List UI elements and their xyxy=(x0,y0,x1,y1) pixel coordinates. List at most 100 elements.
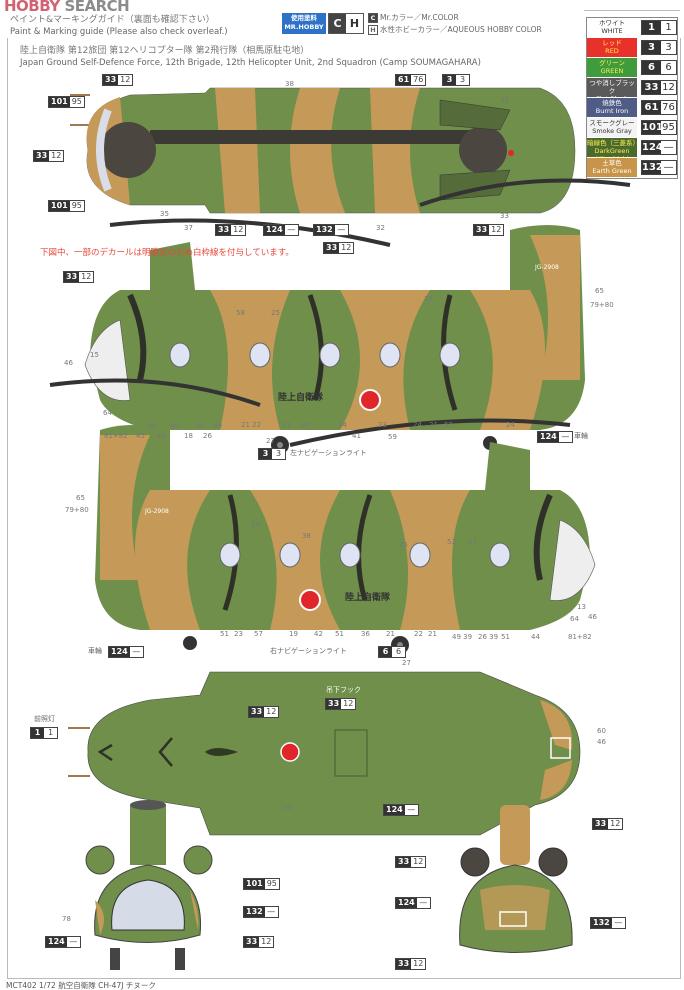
legend-code-h: 6 xyxy=(661,61,676,74)
callout-h: 95 xyxy=(69,201,84,211)
callout-c: 33 xyxy=(64,272,80,282)
part-number-label: 65 xyxy=(76,494,85,502)
legend-code-c: 3 xyxy=(642,41,661,54)
part-number-label: 81+82 xyxy=(104,432,128,440)
callout-c: 101 xyxy=(49,201,70,211)
bottom-view-helicopter xyxy=(68,671,581,836)
callout-c: 101 xyxy=(49,97,70,107)
callout-c: 132 xyxy=(244,907,265,917)
callout-c: 33 xyxy=(474,225,490,235)
color-callout: 124— xyxy=(395,897,431,909)
callout-c: 124 xyxy=(384,805,405,815)
legend-row: 暗緑色（三菱系）DarkGreen Mitsubishi124— xyxy=(587,138,677,163)
part-number-label: 57 xyxy=(254,630,263,638)
left-nav-light-label: 左ナビゲーションライト xyxy=(290,449,367,457)
paint-box-jp: 使用塗料 xyxy=(291,14,317,22)
callout-c: 3 xyxy=(443,75,456,85)
legend-code-c: 132 xyxy=(642,161,663,174)
legend-code-c: 33 xyxy=(642,81,661,94)
part-number-label: 23 xyxy=(378,421,387,429)
callout-h: — xyxy=(284,225,298,235)
footer-product: MCT402 1/72 航空自衛隊 CH-47J チヌーク xyxy=(6,981,156,990)
callout-h: — xyxy=(264,907,278,917)
part-number-label: 22 xyxy=(414,630,423,638)
part-number-label: 26 xyxy=(203,432,212,440)
legend-code-c: 124 xyxy=(642,141,663,154)
part-number-label: 21 xyxy=(428,630,437,638)
marking-kanji-right: 陸上自衛隊 xyxy=(345,593,391,603)
paint-box-en: MR.HOBBY xyxy=(284,23,324,31)
callout-c: 101 xyxy=(244,879,265,889)
serial-left: JG-2908 xyxy=(535,264,559,271)
part-number-label: 29 xyxy=(424,295,433,303)
color-legend: ホワイトWHITE11レッドRED33グリーンGREEN66つや消しブラックFl… xyxy=(586,17,678,179)
legend-name-jp: 暗緑色（三菱系） xyxy=(587,139,639,147)
color-callout: 132— xyxy=(590,917,626,929)
part-number-label: 49 39 xyxy=(452,633,473,641)
callout-c: 124 xyxy=(109,647,130,657)
legend-name-jp: 焼鉄色 xyxy=(602,99,622,107)
legend-code: 132— xyxy=(637,158,677,177)
part-number-label: 40 xyxy=(170,422,179,430)
serial-right: JG-2908 xyxy=(145,508,169,515)
part-number-label: 32 xyxy=(376,224,385,232)
code-c: C xyxy=(329,14,346,33)
key-h-mark: H xyxy=(368,25,378,35)
part-number-label: 64 xyxy=(103,409,112,417)
part-number-label: 46 xyxy=(588,613,597,621)
callout-h: 12 xyxy=(264,707,279,717)
callout-c: 124 xyxy=(538,432,559,442)
legend-code-h: 95 xyxy=(661,121,676,134)
legend-code-h: — xyxy=(661,161,676,174)
part-number-label: 21 22 xyxy=(241,421,262,429)
part-number-label: 13 xyxy=(577,603,586,611)
part-number-label: 24 xyxy=(506,421,515,429)
marking-kanji-left: 陸上自衛隊 xyxy=(278,393,324,403)
frame-top-line xyxy=(584,10,680,11)
callout-c: 124 xyxy=(46,937,67,947)
part-number-label: 18 xyxy=(184,432,193,440)
callout-c: 132 xyxy=(314,225,335,235)
part-number-label: 60 xyxy=(597,727,606,735)
part-number-label: 41 xyxy=(352,432,361,440)
callout-h: 12 xyxy=(49,151,64,161)
part-number-label: 25 xyxy=(271,309,280,317)
wheel-label-left: 車輪 xyxy=(574,432,588,440)
part-number-label: 79+80 xyxy=(590,301,614,309)
callout-c: 33 xyxy=(396,959,412,969)
legend-code-h: 12 xyxy=(661,81,676,94)
legend-name-jp: 土草色 xyxy=(602,159,622,167)
top-view-helicopter xyxy=(70,87,576,214)
part-number-label: 58 xyxy=(236,309,245,317)
legend-name-en: GREEN xyxy=(600,67,624,75)
rear-view-helicopter xyxy=(459,805,573,953)
color-callout: 124— xyxy=(263,224,299,236)
legend-name-jp: つや消しブラック xyxy=(589,79,635,95)
part-number-label: 43 xyxy=(283,804,292,812)
legend-name-en: Burnt Iron xyxy=(595,107,629,115)
callout-h: 12 xyxy=(118,75,133,85)
part-number-label: 35 xyxy=(160,210,169,218)
key-h-text: 水性ホビーカラー／AQUEOUS HOBBY COLOR xyxy=(380,25,542,34)
legend-code: 124— xyxy=(637,138,677,157)
part-number-label: 52 xyxy=(447,538,456,546)
part-number-label: 64 xyxy=(570,615,579,623)
color-callout: 124— xyxy=(383,804,419,816)
